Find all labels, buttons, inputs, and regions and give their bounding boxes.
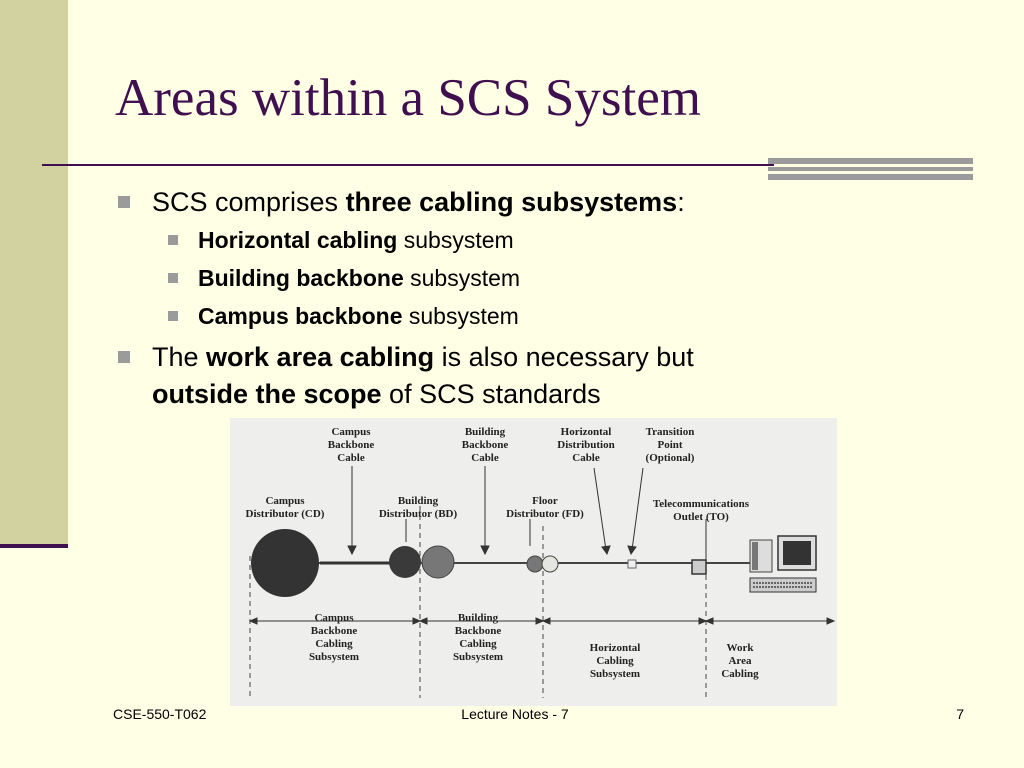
diagram-label: Horizontal (561, 426, 612, 438)
diagram-label: Area (728, 655, 752, 667)
diagram-label: Telecommunications (653, 498, 750, 510)
diagram-label: Cabling (315, 638, 353, 650)
bullet-bold-text: outside the scope (152, 379, 382, 409)
slide-title: Areas within a SCS System (115, 69, 701, 127)
diagram-label: Backbone (455, 625, 502, 637)
bullet-text: SCS comprises (152, 187, 346, 217)
diagram-label: Subsystem (590, 668, 640, 680)
diagram-label: Floor (532, 495, 558, 507)
sub-bullet-text: subsystem (403, 265, 521, 291)
sub-bullet-item: Building backbone subsystem (118, 259, 878, 297)
sub-bullet-bold-text: Building backbone (198, 265, 404, 291)
diagram-label: Building (398, 495, 439, 507)
side-accent-underline (0, 544, 68, 548)
diagram-label: Subsystem (309, 651, 359, 663)
decorative-bars (768, 158, 973, 180)
diagram-label: Distributor (CD) (246, 508, 325, 520)
diagram-label: (Optional) (646, 452, 695, 464)
bullet-square-icon (168, 273, 178, 283)
diagram-label: Campus (314, 612, 354, 624)
bullet-bold-text: work area cabling (206, 342, 435, 372)
diagram-label: Cable (471, 452, 499, 464)
bullet-text: of SCS standards (381, 379, 601, 409)
diagram-label: Distribution (557, 439, 614, 451)
footer-course-code: CSE-550-T062 (113, 706, 207, 722)
sub-bullet-item: Horizontal cabling subsystem (118, 221, 878, 259)
bullet-item: The work area cabling is also necessary … (118, 339, 878, 413)
diagram-label: Cable (337, 452, 365, 464)
diagram-label: Subsystem (453, 651, 503, 663)
bullet-text: The (152, 342, 207, 372)
diagram-label: Campus (331, 426, 371, 438)
bullet-square-icon (168, 311, 178, 321)
sub-bullet-text: subsystem (397, 227, 514, 253)
diagram-label: Distributor (FD) (506, 508, 584, 520)
sub-bullet-bold-text: Horizontal cabling (198, 227, 398, 253)
diagram-label: Cabling (596, 655, 634, 667)
sub-bullet-item: Campus backbone subsystem (118, 297, 878, 335)
bullet-square-icon (168, 235, 178, 245)
computer-icon (749, 535, 817, 593)
bullet-text: is also necessary but (434, 342, 694, 372)
bullet-list: SCS comprises three cabling subsystems: … (118, 184, 878, 413)
diagram-label: Cabling (459, 638, 497, 650)
diagram-label: Outlet (TO) (673, 511, 729, 523)
diagram-label: Work (727, 642, 755, 654)
diagram-label: Point (657, 439, 682, 451)
diagram-label: Campus (265, 495, 305, 507)
diagram-label: Building (465, 426, 506, 438)
diagram-label: Backbone (328, 439, 375, 451)
bullet-square-icon (118, 351, 130, 363)
bullet-bold-text: three cabling subsystems (345, 187, 678, 217)
sub-bullet-text: subsystem (402, 303, 519, 329)
diagram-label: Horizontal (590, 642, 641, 654)
diagram-label: Building (458, 612, 499, 624)
title-divider (42, 164, 774, 166)
diagram-label: Transition (646, 426, 695, 438)
diagram-label: Cable (572, 452, 600, 464)
diagram-label: Distributor (BD) (379, 508, 458, 520)
diagram-label: Backbone (462, 439, 509, 451)
bullet-item: SCS comprises three cabling subsystems: (118, 184, 878, 221)
footer-title: Lecture Notes - 7 (461, 706, 569, 722)
bullet-text: : (677, 187, 685, 217)
side-accent-bar (0, 0, 68, 548)
diagram-label: Backbone (311, 625, 358, 637)
sub-bullet-bold-text: Campus backbone (198, 303, 403, 329)
footer-page-number: 7 (956, 706, 964, 722)
bullet-square-icon (118, 196, 130, 208)
diagram-label: Cabling (721, 668, 759, 680)
